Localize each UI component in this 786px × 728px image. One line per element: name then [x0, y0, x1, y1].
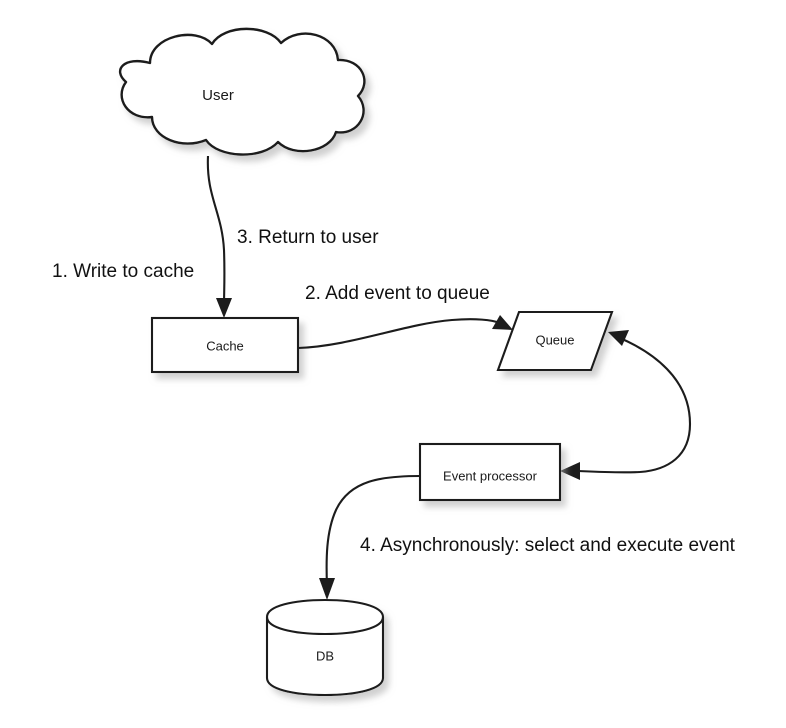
node-user[interactable]: User — [118, 27, 366, 156]
edge-user-to-cache-arrowhead — [216, 298, 232, 318]
node-label-cache: Cache — [206, 338, 244, 353]
db-cylinder-body — [265, 598, 385, 697]
edge-queue-to-processor-arrowhead — [560, 462, 580, 480]
node-label-user: User — [202, 87, 234, 104]
edge-cache-to-queue-arrowhead — [492, 315, 513, 330]
db-cylinder-top-ellipse — [265, 616, 385, 636]
user-cloud-shape — [118, 27, 366, 156]
cache-box-shape — [150, 316, 300, 374]
event-processor-box-shape — [418, 442, 562, 502]
edge-queue-to-processor — [560, 462, 641, 480]
edge-user-to-cache-line — [206, 155, 226, 307]
edge-user-to-cache — [206, 155, 232, 318]
node-label-db: DB — [316, 648, 334, 663]
step-label-3: 3. Return to user — [237, 227, 379, 248]
edge-processor-to-db — [319, 474, 421, 600]
node-cache[interactable]: Cache — [150, 316, 300, 374]
edge-processor-to-queue — [608, 330, 692, 474]
edge-processor-to-queue-arrowhead — [608, 330, 629, 346]
node-event-processor[interactable]: Event processor — [418, 442, 562, 502]
step-label-4: 4. Asynchronously: select and execute ev… — [360, 535, 736, 556]
edge-processor-to-queue-line — [619, 337, 692, 474]
step-label-1: 1. Write to cache — [52, 261, 194, 282]
node-queue[interactable]: Queue — [496, 310, 614, 372]
edge-queue-to-processor-line — [577, 469, 641, 474]
node-label-queue: Queue — [535, 332, 574, 347]
step-label-2: 2. Add event to queue — [305, 283, 490, 304]
edge-cache-to-queue-line — [297, 318, 501, 350]
node-label-event-processor: Event processor — [443, 468, 538, 483]
node-db[interactable]: DB — [265, 598, 385, 697]
edge-processor-to-db-arrowhead — [319, 578, 335, 600]
queue-parallelogram-shape — [496, 310, 614, 372]
edge-cache-to-queue — [297, 315, 513, 350]
edge-processor-to-db-line — [325, 474, 421, 587]
